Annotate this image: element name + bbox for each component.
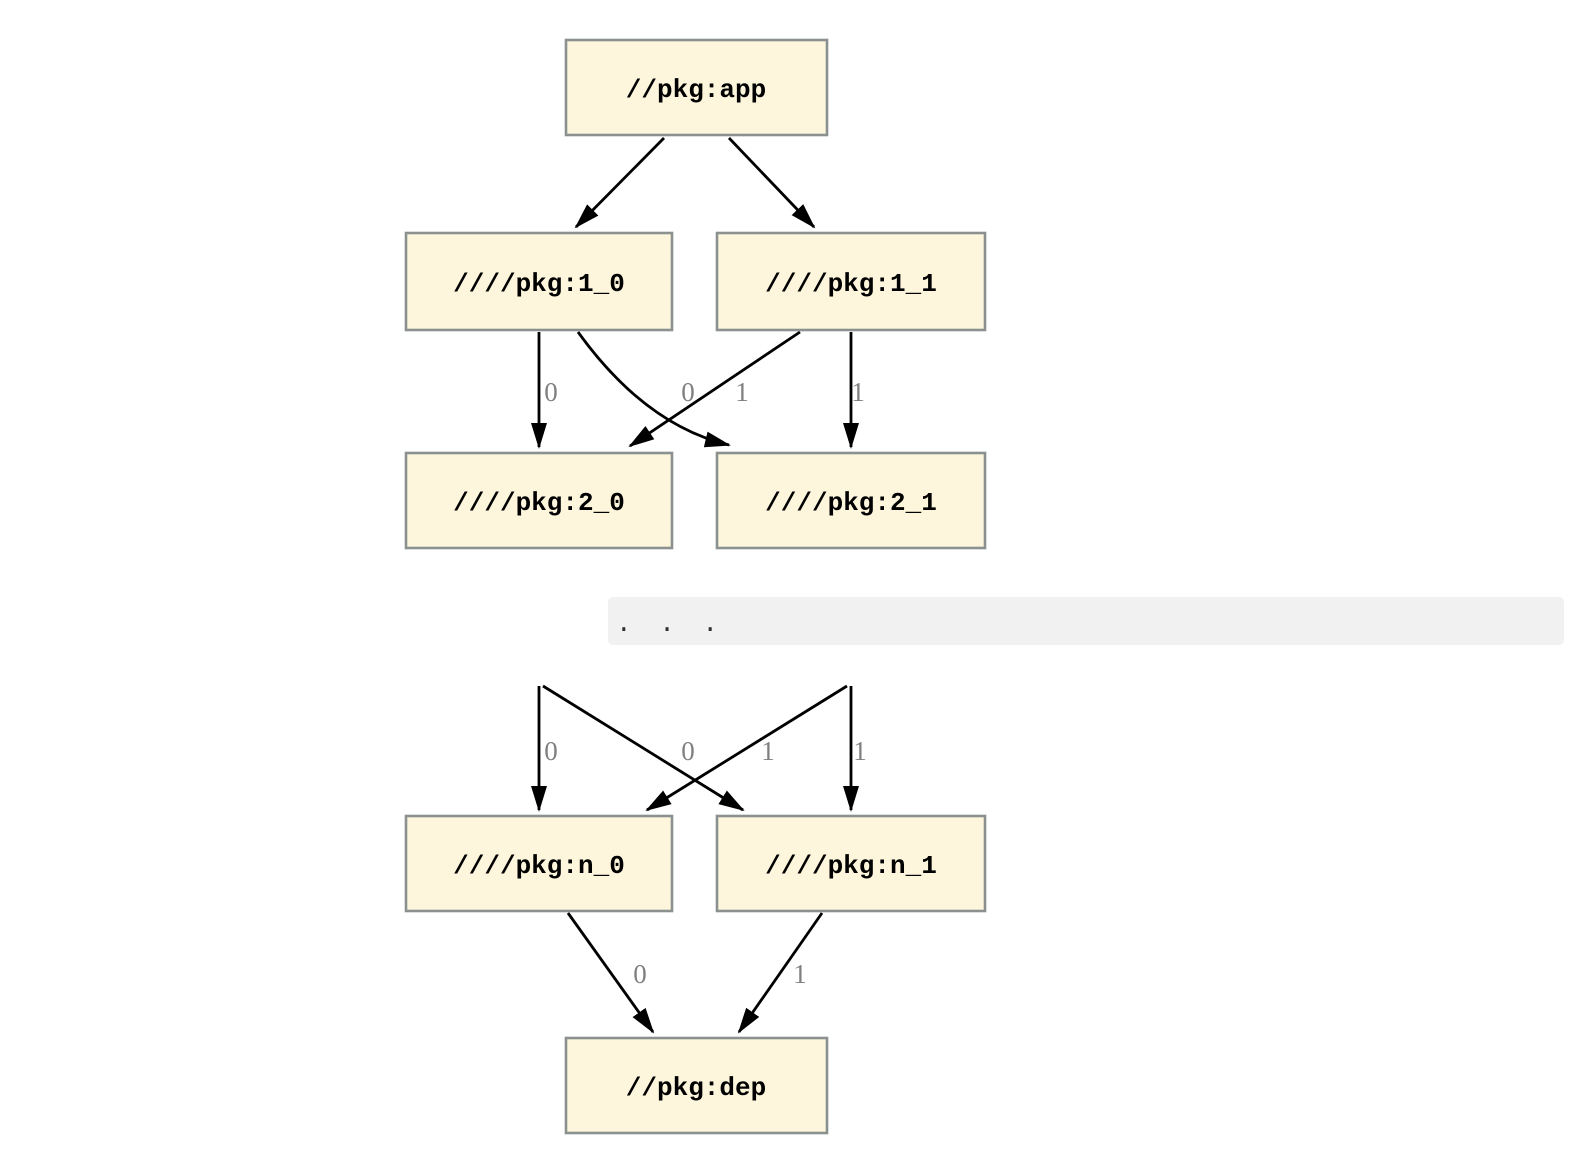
node-label-pkg-n_1: ////pkg:n_1 xyxy=(765,851,937,881)
edge-pkgn_1-to-dep xyxy=(737,912,824,1034)
edge-label-dep-1: 1 xyxy=(793,959,807,989)
edge-pkg1_0-to-pkg2_1 xyxy=(576,331,731,448)
edge-cross-to-pkgn_1 xyxy=(542,684,745,812)
node-box-pkg-n_0 xyxy=(404,814,674,913)
edge-label-dep-0: 0 xyxy=(633,959,647,989)
node-box-pkg-dep xyxy=(564,1036,829,1135)
edge-label-n-1: 0 xyxy=(681,736,695,766)
node-box-pkg-2_1 xyxy=(715,451,987,550)
edge-label-mid-0: 0 xyxy=(544,377,558,407)
edge-label-n-3: 1 xyxy=(853,736,867,766)
node-box-pkg-1_1 xyxy=(715,231,987,332)
node-label-pkg-2_1: ////pkg:2_1 xyxy=(765,488,937,518)
node-pkg-n_0: ////pkg:n_0 xyxy=(404,814,674,913)
node-pkg-dep: //pkg:dep xyxy=(564,1036,829,1135)
node-box-pkg-1_0 xyxy=(404,231,674,332)
edge-pkg1_1-to-pkg2_0 xyxy=(628,330,801,448)
edge-label-mid-2: 1 xyxy=(735,377,749,407)
ellipsis-band xyxy=(608,597,1564,645)
edge-label-mid-1: 0 xyxy=(681,377,695,407)
node-pkg-1_1: ////pkg:1_1 xyxy=(715,231,987,332)
node-pkg-1_0: ////pkg:1_0 xyxy=(404,231,674,332)
node-box-pkg-app xyxy=(564,38,829,137)
node-label-pkg-dep: //pkg:dep xyxy=(626,1073,766,1103)
edge-pkgn_0-to-dep xyxy=(566,912,655,1034)
node-box-pkg-2_0 xyxy=(404,451,674,550)
edge-label-n-0: 0 xyxy=(544,736,558,766)
edge-label-mid-3: 1 xyxy=(851,377,865,407)
node-pkg-2_1: ////pkg:2_1 xyxy=(715,451,987,550)
edge-app-to-pkg1_1 xyxy=(727,137,816,229)
node-label-pkg-n_0: ////pkg:n_0 xyxy=(453,851,625,881)
edge-label-n-2: 1 xyxy=(761,736,775,766)
node-pkg-2_0: ////pkg:2_0 xyxy=(404,451,674,550)
node-box-pkg-n_1 xyxy=(715,814,987,913)
node-label-pkg-1_0: ////pkg:1_0 xyxy=(453,269,625,299)
node-label-pkg-2_0: ////pkg:2_0 xyxy=(453,488,625,518)
edge-app-to-pkg1_0 xyxy=(574,137,665,229)
node-label-pkg-app: //pkg:app xyxy=(626,75,766,105)
node-pkg-app: //pkg:app xyxy=(564,38,829,137)
node-pkg-n_1: ////pkg:n_1 xyxy=(715,814,987,913)
ellipsis-text: . . . xyxy=(616,609,724,639)
edge-cross-to-pkgn_0 xyxy=(645,684,848,812)
node-label-pkg-1_1: ////pkg:1_1 xyxy=(765,269,937,299)
